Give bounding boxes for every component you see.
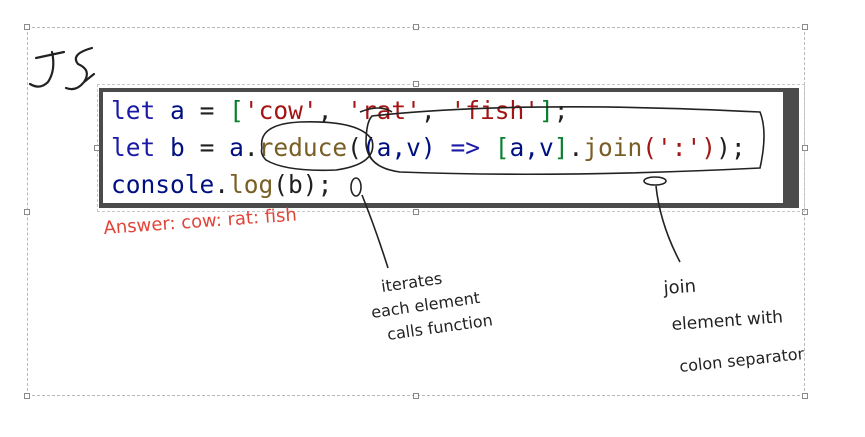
strike-ink <box>359 107 393 113</box>
variable-name: a <box>170 96 185 125</box>
method-name: reduce <box>258 133 348 162</box>
string-literal: 'rat' <box>347 96 421 125</box>
operator: = <box>199 96 215 125</box>
reduce-note-line-1: iterates <box>380 269 443 296</box>
resize-handle-bottom-center[interactable] <box>413 393 419 399</box>
join-note-line-1: join <box>662 276 697 299</box>
initials-ink <box>28 46 96 91</box>
paren: ) <box>716 133 731 162</box>
resize-handle-top-center[interactable] <box>413 24 419 30</box>
semicolon: ; <box>730 133 746 162</box>
method-name: join <box>583 133 643 162</box>
join-note-line-3: colon separator <box>678 344 805 376</box>
join-pointer-ink <box>655 185 681 263</box>
callback-circle-ink <box>365 106 765 176</box>
code-line-3: console.log(b); <box>111 166 783 203</box>
operator: = <box>199 133 215 162</box>
string-literal: 'cow' <box>243 96 318 125</box>
paren: ( <box>347 133 362 162</box>
image-handle-bottom-center[interactable] <box>413 209 419 215</box>
bracket: ] <box>538 96 554 125</box>
resize-handle-middle-right[interactable] <box>802 209 808 215</box>
image-handle-top-center[interactable] <box>413 81 419 87</box>
arrow-params: (a,v) <box>361 133 436 162</box>
dot: . <box>568 133 584 162</box>
method-name: log <box>229 170 274 199</box>
resize-handle-bottom-right[interactable] <box>802 393 808 399</box>
image-handle-middle-right[interactable] <box>802 145 808 151</box>
reduce-circle-ink <box>260 121 374 172</box>
answer-annotation: Answer: cow: rat: fish <box>103 205 298 239</box>
dot: . <box>243 133 259 162</box>
string-literal: 'fish' <box>450 96 539 125</box>
bracket: ] <box>553 133 569 162</box>
arrow-operator: => <box>450 133 480 162</box>
small-circle-ink <box>350 177 362 197</box>
bracket: [ <box>229 96 244 125</box>
dot: . <box>214 170 230 199</box>
object-name: a <box>229 133 244 162</box>
semicolon: ; <box>317 170 333 199</box>
call-args: (b) <box>273 170 318 199</box>
resize-handle-top-left[interactable] <box>24 24 30 30</box>
object-name: console <box>111 170 215 199</box>
code-line-2: let b = a.reduce((a,v) => [a,v].join(':'… <box>111 129 783 166</box>
keyword: let <box>111 96 156 125</box>
comma: , <box>317 96 333 125</box>
keyword: let <box>111 133 156 162</box>
join-args: (':') <box>642 133 717 162</box>
join-circle-ink <box>643 176 667 186</box>
resize-handle-bottom-left[interactable] <box>24 393 30 399</box>
semicolon: ; <box>553 96 569 125</box>
variable-name: b <box>170 133 185 162</box>
resize-handle-top-right[interactable] <box>802 24 808 30</box>
code-line-1: let a = ['cow', 'rat', 'fish']; <box>111 92 783 129</box>
reduce-pointer-ink <box>361 194 389 269</box>
array-body: a,v <box>509 133 554 162</box>
join-note-line-2: element with <box>671 307 784 335</box>
bracket: [ <box>494 133 510 162</box>
resize-handle-middle-left[interactable] <box>24 209 30 215</box>
